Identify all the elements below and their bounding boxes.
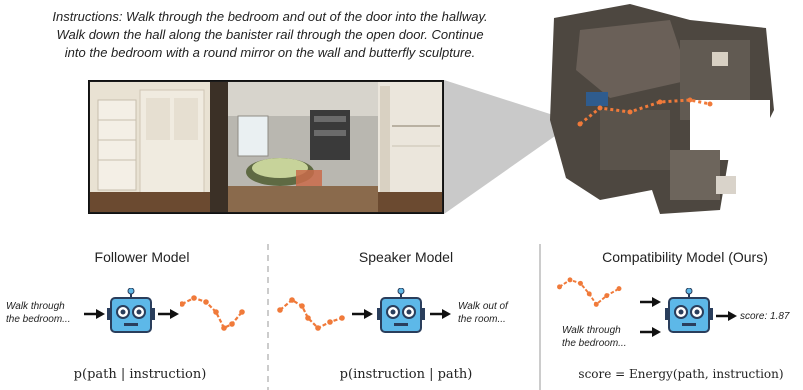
arrow-right-icon (640, 297, 661, 307)
follower-formula: p(path | instruction) (73, 367, 207, 382)
follower-input-line-1: Walk through (6, 301, 65, 312)
compatibility-score: score: 1.87 (740, 311, 790, 322)
robot-icon (665, 288, 713, 333)
trajectory-icon (180, 295, 245, 331)
speaker-output-line-2: the room... (458, 314, 506, 325)
follower-input-line-2: the bedroom... (6, 314, 71, 325)
trajectory-icon (277, 297, 345, 331)
arrow-right-icon (84, 309, 105, 319)
arrow-right-icon (716, 311, 737, 321)
speaker-formula: p(instruction | path) (339, 367, 473, 382)
compatibility-formula: score = Energy(path, instruction) (578, 367, 784, 381)
compatibility-title: Compatibility Model (Ours) (602, 249, 768, 265)
instructions-line-2: Walk down the hall along the banister ra… (56, 27, 484, 42)
divider-right (539, 244, 541, 390)
robot-icon (377, 288, 425, 333)
speaker-output-line-1: Walk out of (458, 301, 508, 312)
panorama-image (88, 80, 444, 214)
instructions-line-1: Instructions: Walk through the bedroom a… (52, 9, 488, 24)
divider-left (267, 244, 269, 390)
compatibility-input-line-1: Walk through (562, 325, 621, 336)
follower-title: Follower Model (94, 249, 190, 265)
floorplan-image (550, 4, 774, 214)
instructions-text: Instructions: Walk through the bedroom a… (0, 8, 540, 62)
speaker-output-text: Walk out of the room... (458, 300, 508, 326)
instructions-line-3: into the bedroom with a round mirror on … (64, 45, 476, 60)
compatibility-input-text: Walk through the bedroom... (562, 324, 626, 350)
speaker-title: Speaker Model (358, 249, 454, 265)
arrow-right-icon (430, 309, 451, 319)
follower-input-text: Walk through the bedroom... (6, 300, 70, 326)
compatibility-input-line-2: the bedroom... (562, 338, 627, 349)
arrow-right-icon (352, 309, 373, 319)
arrow-right-icon (640, 327, 661, 337)
robot-icon (107, 288, 155, 333)
trajectory-icon (557, 277, 622, 307)
arrow-right-icon (158, 309, 179, 319)
